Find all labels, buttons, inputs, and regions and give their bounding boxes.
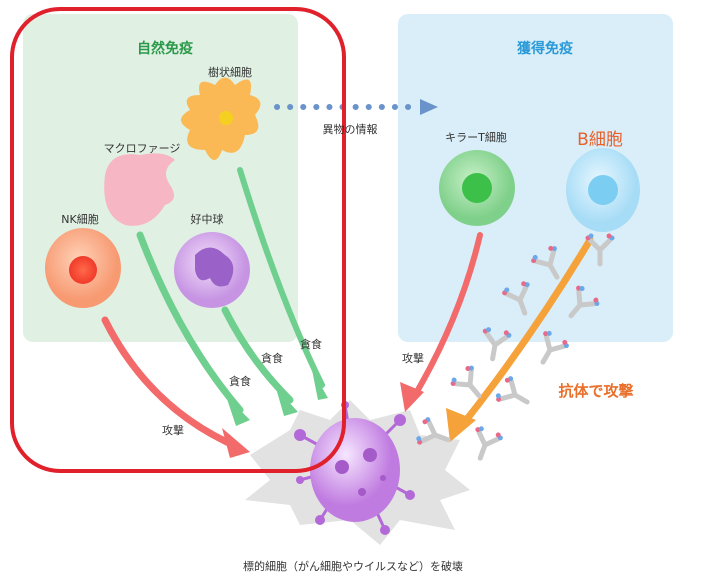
virus-target-cell	[294, 401, 415, 535]
nk-attack-label: 攻撃	[162, 423, 184, 437]
phagocytosis-label-3: 貪食	[300, 337, 322, 351]
arrows	[101, 99, 594, 458]
acquired-immunity-title: 獲得免疫	[517, 40, 573, 57]
killer-t-cell	[439, 150, 515, 226]
b-cell	[566, 148, 640, 232]
innate-highlight-box	[10, 7, 346, 473]
neutrophil-label: 好中球	[191, 212, 224, 226]
acquired-immunity-panel	[398, 14, 673, 342]
nk-attack-arrow	[101, 316, 244, 452]
antibody-attack-arrow	[456, 236, 594, 432]
neutrophil-phago-arrow	[221, 306, 294, 404]
phagocytosis-label-1: 貪食	[229, 374, 251, 388]
macrophage-phago-arrow	[136, 231, 244, 414]
innate-immunity-title: 自然免疫	[137, 40, 193, 57]
macrophage	[104, 153, 175, 226]
killer-attack-label: 攻撃	[402, 351, 424, 365]
info-arrow-label: 異物の情報	[323, 122, 378, 136]
killer-attack-arrow	[409, 232, 483, 403]
b-cell-label: B細胞	[577, 130, 623, 150]
nk-cell	[45, 228, 121, 308]
macrophage-label: マクロファージ	[104, 142, 181, 155]
antibody-attack-label: 抗体で攻撃	[558, 382, 633, 400]
killer-t-cell-label: キラーT細胞	[445, 131, 507, 144]
dendritic-cell-label: 樹状細胞	[208, 65, 252, 79]
dendritic-phago-arrow	[237, 167, 325, 388]
dendritic-cell	[181, 77, 261, 160]
target-caption: 標的細胞（がん細胞やウイルスなど）を破壊	[243, 559, 463, 573]
nk-cell-label: NK細胞	[61, 213, 98, 226]
phagocytosis-label-2: 貪食	[261, 351, 283, 365]
neutrophil	[174, 232, 250, 308]
